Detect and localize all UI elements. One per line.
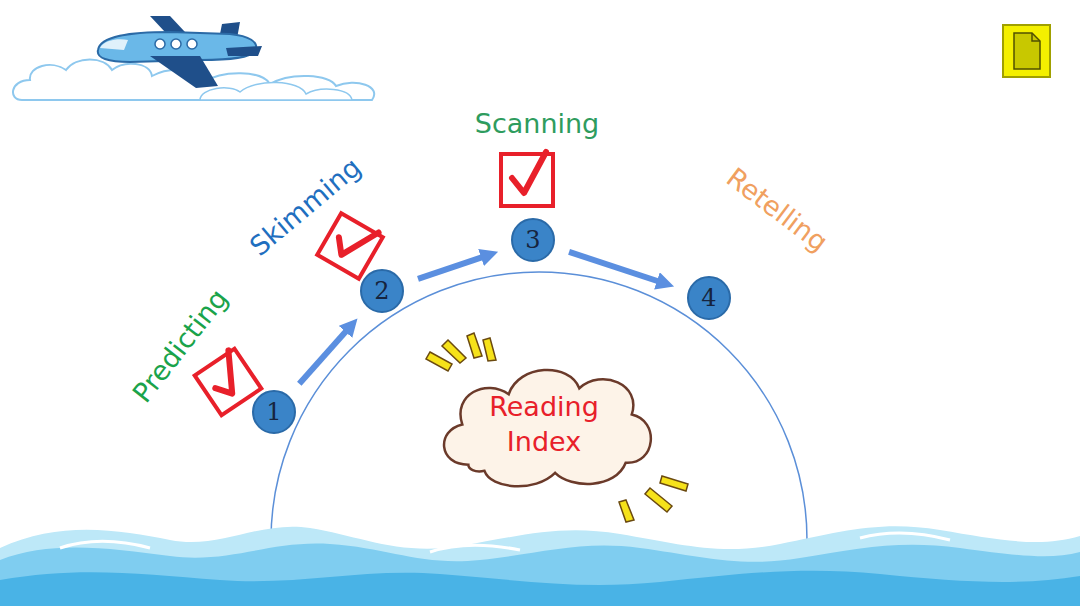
- flow-arrow: [418, 254, 491, 279]
- step-label: Scanning: [475, 109, 600, 139]
- step-label: Predicting: [127, 284, 233, 408]
- step-number: 4: [701, 286, 716, 310]
- step-circle: Predicting1: [252, 390, 296, 434]
- airplane: [98, 16, 262, 88]
- check-box: [194, 347, 262, 415]
- step-label: Retelling: [721, 163, 833, 258]
- cloud-text: Reading Index: [474, 389, 614, 459]
- step-number: 1: [266, 400, 281, 424]
- check-box: [501, 152, 553, 206]
- cloud-outline: [428, 354, 660, 495]
- step-number: 3: [525, 228, 540, 252]
- progress-arc: [271, 272, 807, 540]
- step-circle: Scanning3: [511, 218, 555, 262]
- step-label: Skimming: [244, 152, 366, 261]
- flow-arrow: [569, 252, 667, 284]
- check-box: [317, 211, 384, 278]
- document-icon: [1003, 25, 1050, 77]
- sparkle-marks: [426, 333, 688, 522]
- flow-arrow: [299, 324, 352, 384]
- step-number: 2: [374, 279, 389, 303]
- cloud-bubble: Reading Index: [428, 354, 660, 495]
- sea-waves: [0, 526, 1080, 606]
- step-circle: Skimming2: [360, 269, 404, 313]
- step-circle: Retelling4: [687, 276, 731, 320]
- sky-cloud: [200, 82, 352, 100]
